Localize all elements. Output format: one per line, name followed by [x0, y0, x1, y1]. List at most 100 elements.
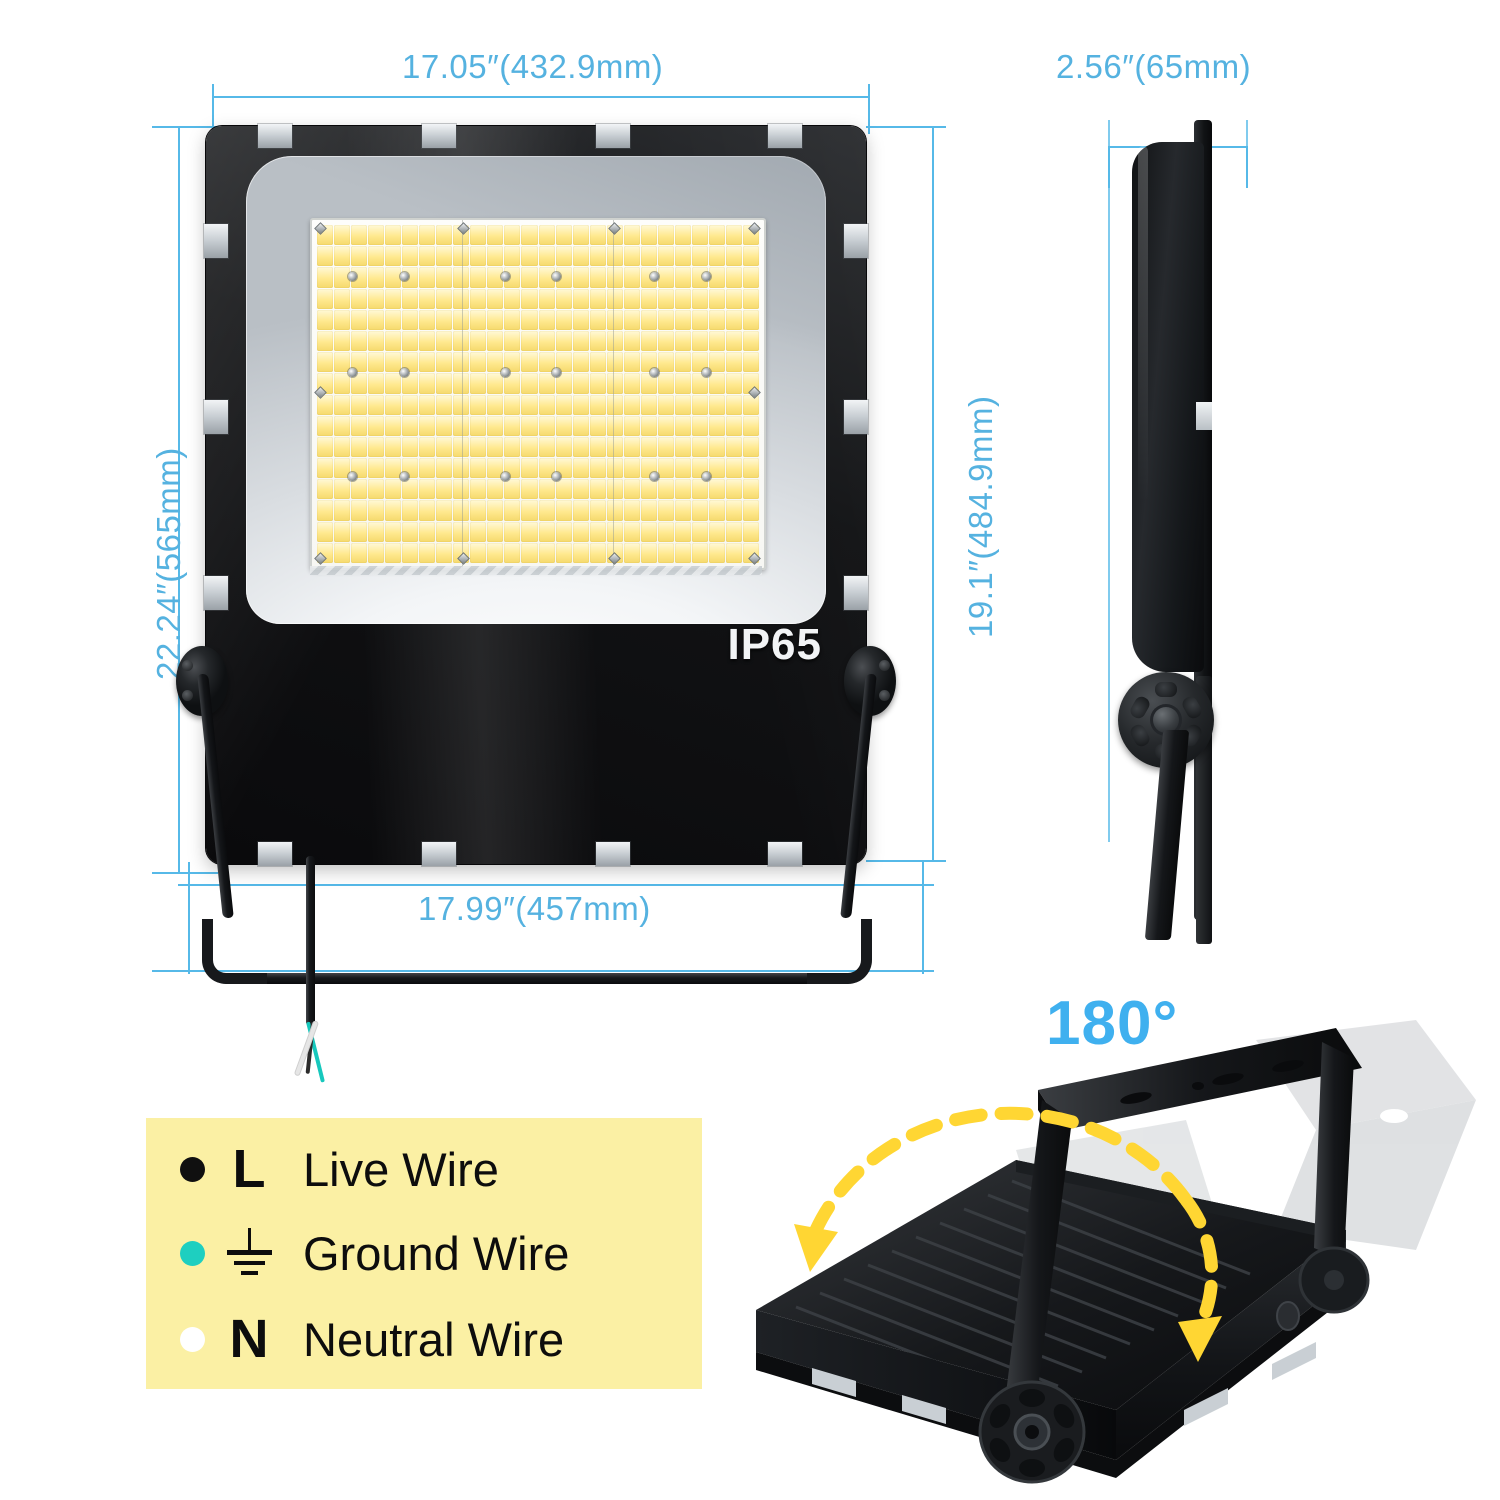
led-chip — [436, 225, 453, 246]
led-chip — [623, 225, 640, 246]
led-chip — [589, 458, 606, 479]
ip65-rating-label: IP65 — [727, 620, 822, 669]
led-chip — [691, 479, 708, 500]
led-chip — [504, 225, 521, 246]
dim-bracket-width-tick-left — [188, 862, 190, 974]
led-chip — [674, 288, 691, 309]
led-chip — [572, 479, 589, 500]
led-chip — [487, 352, 504, 373]
housing-clip — [596, 124, 630, 148]
led-chip — [521, 225, 538, 246]
led-chip — [504, 500, 521, 521]
led-chip — [725, 352, 742, 373]
led-chip — [334, 330, 351, 352]
led-chip — [538, 415, 555, 436]
led-chip — [521, 479, 538, 500]
dim-top-width-label: 17.05″(432.9mm) — [402, 48, 664, 85]
rotation-graphic — [756, 1020, 1476, 1484]
legend-label-live: Live Wire — [303, 1142, 499, 1196]
led-chip — [555, 246, 572, 267]
led-chip — [572, 267, 589, 288]
led-chip — [742, 288, 759, 309]
led-chip — [674, 458, 691, 479]
led-chip — [708, 373, 725, 394]
rotation-arrow-down — [1178, 1316, 1222, 1362]
led-chip — [351, 352, 368, 373]
panel-screw — [702, 368, 711, 377]
led-chip — [674, 500, 691, 521]
led-chip — [521, 500, 538, 521]
led-chip — [657, 542, 674, 563]
led-chip — [368, 309, 385, 330]
led-chip — [606, 394, 623, 415]
led-chip — [351, 542, 368, 563]
dim-left-height-tick-bottom — [152, 872, 218, 874]
led-chip — [521, 394, 538, 415]
housing-clip — [422, 124, 456, 148]
led-chip — [385, 415, 402, 436]
led-chip — [623, 521, 640, 542]
led-chip — [606, 267, 623, 288]
led-chip — [504, 352, 521, 373]
led-chip — [708, 352, 725, 373]
led-chip — [487, 458, 504, 479]
led-chip — [606, 436, 623, 458]
led-chip — [623, 415, 640, 436]
led-chip — [419, 246, 436, 267]
led-chip — [419, 267, 436, 288]
led-chip — [657, 309, 674, 330]
led-chip — [606, 521, 623, 542]
led-chip — [419, 479, 436, 500]
led-chip — [453, 436, 470, 458]
knob-dimple — [879, 690, 890, 701]
led-chip — [436, 479, 453, 500]
led-chip — [487, 267, 504, 288]
led-chip — [385, 500, 402, 521]
led-chip — [657, 500, 674, 521]
dim-bracket-width-line-upper — [178, 884, 934, 886]
led-chip — [606, 373, 623, 394]
led-chip — [317, 330, 334, 352]
led-chip — [351, 309, 368, 330]
led-chip — [606, 458, 623, 479]
led-chip — [657, 436, 674, 458]
led-chip — [436, 542, 453, 563]
led-chip — [657, 394, 674, 415]
dim-top-width-line — [212, 96, 870, 98]
led-chip — [402, 415, 419, 436]
led-chip — [453, 373, 470, 394]
led-chip — [606, 415, 623, 436]
led-chip — [317, 309, 334, 330]
led-chip — [725, 436, 742, 458]
led-chip — [725, 225, 742, 246]
panel-screw — [552, 472, 561, 481]
led-chip — [317, 267, 334, 288]
led-chip — [402, 246, 419, 267]
led-chip — [334, 542, 351, 563]
led-chip — [317, 246, 334, 267]
led-chip — [708, 309, 725, 330]
led-chip — [453, 352, 470, 373]
knob-slot — [1128, 722, 1152, 749]
led-chip — [589, 479, 606, 500]
led-chip — [470, 479, 487, 500]
led-chip — [708, 246, 725, 267]
led-chip — [623, 436, 640, 458]
led-chip — [657, 373, 674, 394]
dim-side-guide-right — [1246, 120, 1248, 160]
led-chip — [674, 394, 691, 415]
led-chip — [742, 330, 759, 352]
led-chip — [555, 330, 572, 352]
led-chip — [725, 373, 742, 394]
led-chip — [453, 267, 470, 288]
led-chip — [674, 479, 691, 500]
led-chip — [419, 394, 436, 415]
led-chip — [521, 542, 538, 563]
led-chip — [487, 436, 504, 458]
legend-row-neutral: N Neutral Wire — [146, 1294, 702, 1384]
led-chip — [640, 436, 657, 458]
led-chip — [623, 479, 640, 500]
led-chip — [725, 330, 742, 352]
panel-screw — [348, 472, 357, 481]
rotation-hinge-knob — [978, 1380, 1086, 1484]
